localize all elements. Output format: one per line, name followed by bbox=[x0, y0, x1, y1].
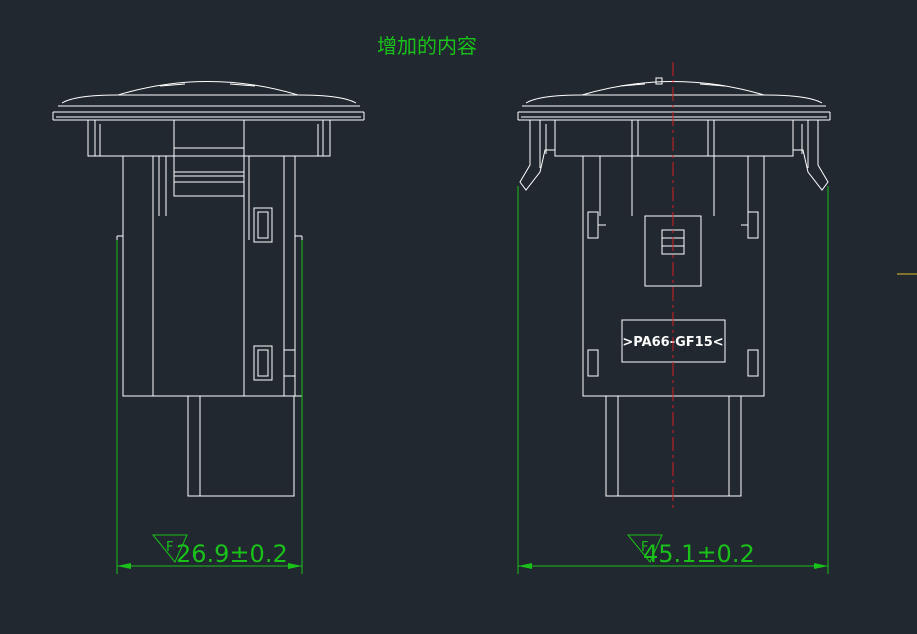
right-tolerance-symbol: F bbox=[641, 540, 648, 555]
right-dimension-text: 45.1±0.2 bbox=[643, 540, 755, 568]
right-dimension: F 45.1±0.2 bbox=[517, 186, 829, 574]
left-dimension-text: 26.9±0.2 bbox=[176, 540, 288, 568]
left-body bbox=[116, 155, 303, 397]
left-shoulder bbox=[87, 119, 331, 197]
right-cap bbox=[517, 77, 831, 121]
left-cap bbox=[52, 81, 365, 121]
right-shoulder bbox=[519, 119, 829, 191]
left-connector-tail bbox=[187, 395, 295, 497]
left-view: F 26.9±0.2 bbox=[52, 81, 365, 574]
left-tolerance-symbol: F bbox=[166, 540, 173, 555]
left-dimension: F 26.9±0.2 bbox=[116, 240, 303, 574]
tolerance-triangle-icon bbox=[626, 534, 663, 563]
right-view: >PA66-GF15< F 45.1±0.2 bbox=[517, 62, 831, 574]
drawing-title: 增加的内容 bbox=[377, 34, 477, 58]
tolerance-triangle-icon bbox=[151, 534, 188, 563]
